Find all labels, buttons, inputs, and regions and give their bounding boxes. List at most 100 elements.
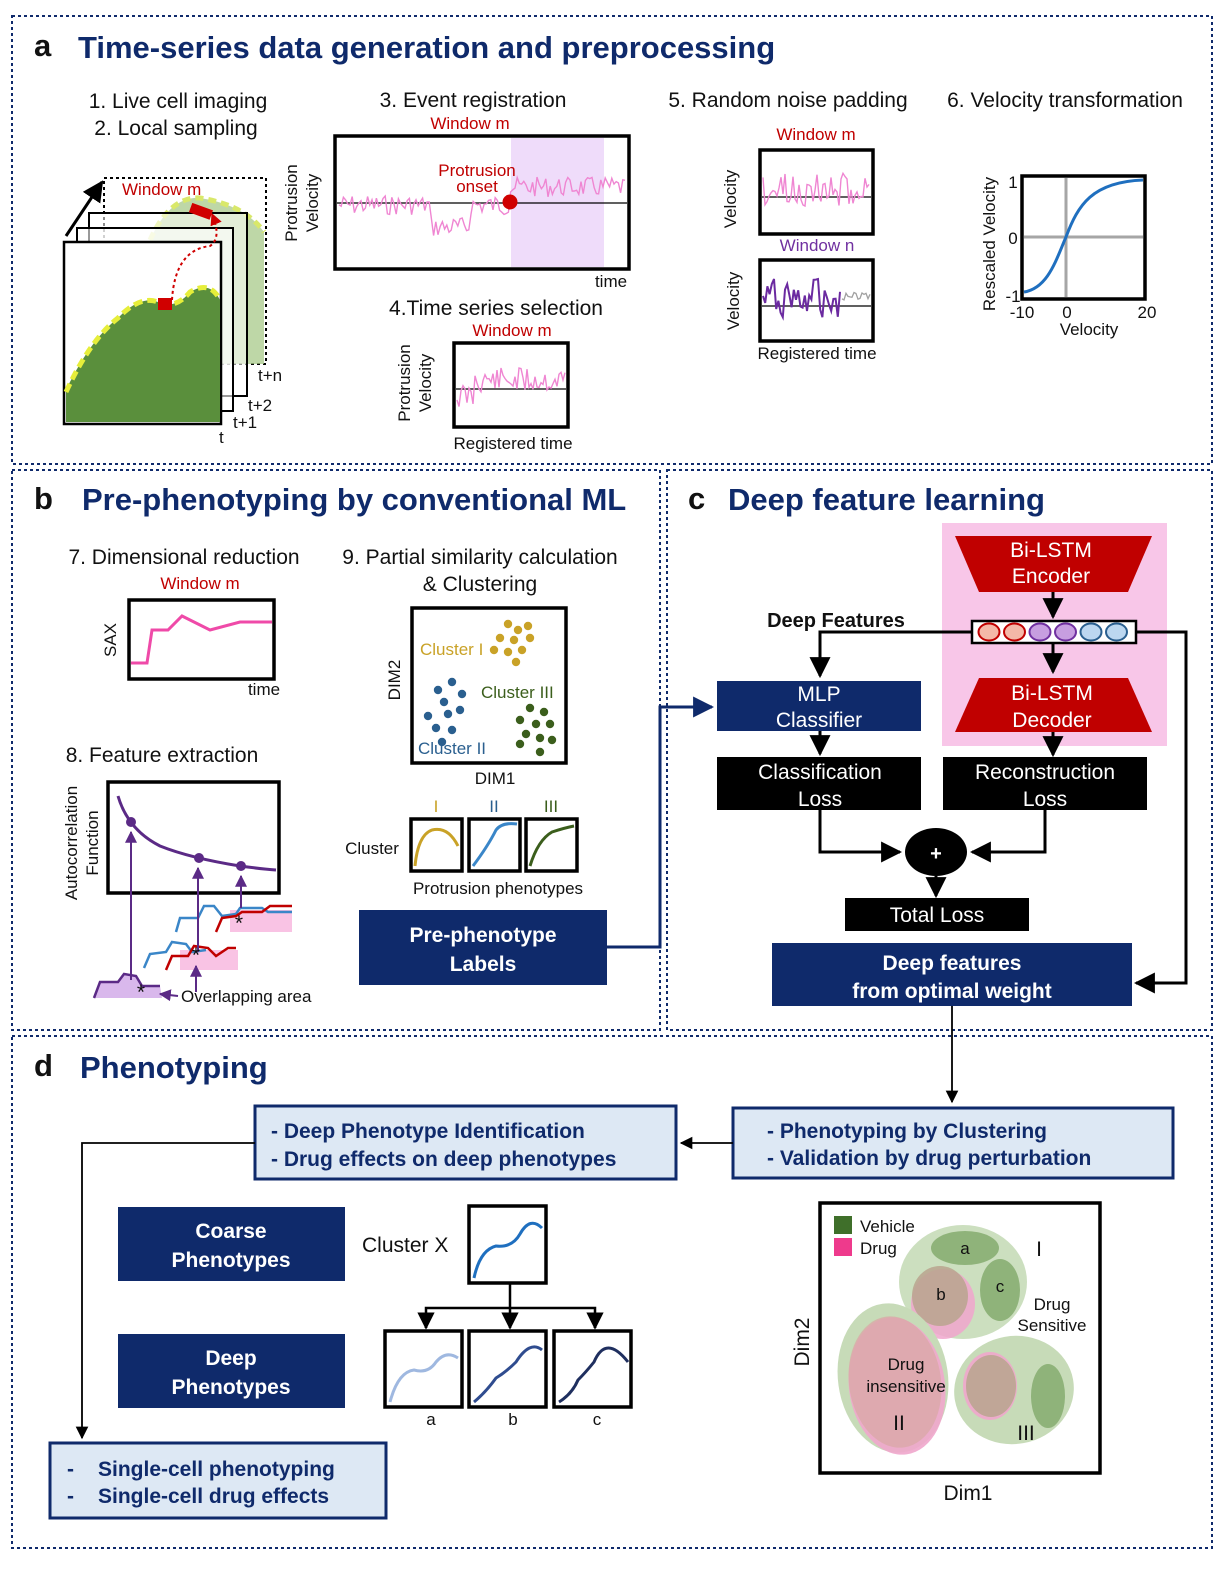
sigmoid-tick-x-0: 0 bbox=[1062, 303, 1071, 322]
deep-phenotype-line2: - Drug effects on deep phenotypes bbox=[271, 1148, 616, 1171]
legend-vehicle-swatch bbox=[834, 1216, 852, 1234]
phenotype-box-II bbox=[467, 817, 522, 873]
mlp-line1: MLP bbox=[797, 683, 840, 706]
legend-drug-swatch bbox=[834, 1238, 852, 1256]
phenotype-box-I bbox=[409, 817, 464, 873]
phenotyping-clustering-box bbox=[731, 1106, 1175, 1180]
pre-phenotype-labels-line2: Labels bbox=[450, 953, 517, 976]
single-cell-box bbox=[48, 1441, 388, 1520]
encoder-line1: Bi-LSTM bbox=[1010, 539, 1092, 562]
cluster-dot bbox=[447, 725, 457, 735]
noise-xlabel: Registered time bbox=[757, 344, 876, 363]
noise-n-ylabel: Velocity bbox=[724, 271, 743, 330]
velocity-trace-event bbox=[338, 174, 626, 236]
phenotype-roman-II: II bbox=[489, 797, 498, 816]
encoder-block bbox=[955, 536, 1152, 592]
subcluster-b-label: b bbox=[936, 1285, 945, 1304]
panel-b-letter: b bbox=[34, 481, 53, 516]
cluster-dot bbox=[545, 719, 555, 729]
legend-vehicle-label: Vehicle bbox=[860, 1217, 915, 1236]
cluster-x-curve bbox=[472, 1221, 544, 1279]
phenotyping-clustering-line1: - Phenotyping by Clustering bbox=[767, 1120, 1047, 1143]
classification-loss-line1: Classification bbox=[758, 761, 882, 784]
cluster-dot bbox=[523, 621, 533, 631]
cluster-II-group bbox=[837, 1303, 949, 1455]
deep-line1: Deep bbox=[205, 1347, 256, 1370]
cluster-dot bbox=[489, 645, 499, 655]
deep-curve-c bbox=[558, 1346, 630, 1404]
window-m-label-event: Window m bbox=[430, 114, 509, 133]
deep-label-b: b bbox=[508, 1410, 517, 1429]
cluster-III-roman: III bbox=[1017, 1422, 1035, 1445]
optimal-features-line2: from optimal weight bbox=[852, 980, 1052, 1003]
live-cell-frames bbox=[62, 177, 267, 426]
selection-ylabel-velocity: Velocity bbox=[416, 353, 435, 412]
panel-d-letter: d bbox=[34, 1048, 53, 1083]
classification-loss-line2: Loss bbox=[798, 788, 842, 811]
noise-plot-n bbox=[758, 258, 875, 343]
latent-node bbox=[1054, 622, 1077, 642]
cluster-dot bbox=[509, 635, 519, 645]
coarse-line2: Phenotypes bbox=[171, 1249, 290, 1272]
acf-ylabel-2: Function bbox=[83, 810, 102, 875]
sax-plot bbox=[127, 598, 276, 681]
deep-label-c: c bbox=[593, 1410, 602, 1429]
cluster-dot bbox=[525, 633, 535, 643]
coarse-phenotypes-box bbox=[118, 1207, 345, 1281]
cluster-I-roman: I bbox=[1036, 1238, 1042, 1261]
cluster-dot bbox=[457, 689, 467, 699]
latent-node bbox=[977, 622, 1001, 642]
sigmoid-xlabel: Velocity bbox=[1060, 320, 1119, 339]
panel-b-title: Pre-phenotyping by conventional ML bbox=[82, 482, 626, 517]
latent-node bbox=[1079, 622, 1103, 642]
step-3-label: 3. Event registration bbox=[380, 89, 567, 112]
scatter-xlabel: DIM1 bbox=[475, 769, 516, 788]
cluster-dot bbox=[535, 747, 545, 757]
latent-node bbox=[1028, 622, 1052, 642]
mlp-line2: Classifier bbox=[776, 709, 862, 732]
cluster-III-group bbox=[954, 1335, 1074, 1445]
cluster-dot bbox=[515, 715, 525, 725]
velocity-trace-selection bbox=[456, 367, 566, 407]
single-cell-line1: Single-cell phenotyping bbox=[98, 1458, 335, 1481]
cluster-dot bbox=[511, 657, 521, 667]
phenotype-roman-III: III bbox=[544, 797, 558, 816]
deep-line2: Phenotypes bbox=[171, 1376, 290, 1399]
drug-insensitive-line2: insensitive bbox=[866, 1377, 945, 1396]
step-6-label: 6. Velocity transformation bbox=[947, 89, 1183, 112]
cluster-dot bbox=[495, 633, 505, 643]
phenotype-curve-II bbox=[471, 822, 518, 867]
step-5-label: 5. Random noise padding bbox=[668, 89, 907, 112]
total-loss-label: Total Loss bbox=[890, 904, 985, 927]
pre-phenotype-labels-box bbox=[359, 910, 607, 985]
legend-drug-label: Drug bbox=[860, 1239, 897, 1258]
acf-ylabel-1: Autocorrelation bbox=[62, 786, 81, 900]
cluster-dot bbox=[531, 719, 541, 729]
drug-sensitive-line2: Sensitive bbox=[1018, 1316, 1087, 1335]
deep-phenotype-box bbox=[253, 1104, 678, 1181]
mlp-classifier-box bbox=[717, 681, 921, 731]
sax-ylabel: SAX bbox=[101, 623, 120, 657]
dim1-label: Dim1 bbox=[943, 1482, 992, 1505]
frame-t1: t+1 bbox=[233, 413, 257, 432]
single-cell-dash-2: - bbox=[67, 1485, 74, 1508]
sum-node bbox=[905, 828, 967, 876]
reconstruction-loss-box bbox=[943, 757, 1147, 810]
panel-c-letter: c bbox=[688, 481, 705, 516]
protrusion-onset-line1: Protrusion bbox=[438, 161, 515, 180]
cluster-dot bbox=[423, 711, 433, 721]
noise-m-ylabel: Velocity bbox=[721, 169, 740, 228]
step-4-label: 4.Time series selection bbox=[389, 297, 603, 320]
cluster-I-label: Cluster I bbox=[420, 640, 483, 659]
cluster-dot bbox=[455, 705, 465, 715]
velocity-trace-window-n bbox=[762, 277, 841, 321]
drug-insensitive-line1: Drug bbox=[888, 1355, 925, 1374]
decoder-block bbox=[955, 678, 1152, 732]
window-m-label-selection: Window m bbox=[472, 321, 551, 340]
scatter-ylabel: DIM2 bbox=[385, 660, 404, 701]
cluster-II-label: Cluster II bbox=[418, 739, 486, 758]
cluster-III-label: Cluster III bbox=[481, 683, 554, 702]
protrusion-onset-line2: onset bbox=[456, 177, 498, 196]
event-ylabel-protrusion: Protrusion bbox=[282, 164, 301, 241]
cluster-dot bbox=[535, 733, 545, 743]
